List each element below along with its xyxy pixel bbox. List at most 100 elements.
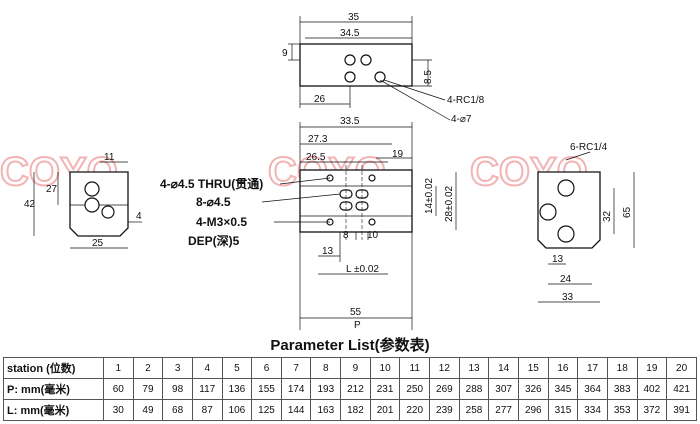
station-row-label: station (位数) — [3, 357, 104, 379]
table-cell: 117 — [191, 378, 223, 400]
dim-9: 9 — [282, 48, 288, 59]
table-cell: 307 — [488, 378, 519, 400]
table-cell: 250 — [399, 378, 431, 400]
dim-P: P — [354, 320, 361, 330]
parameter-list-title: Parameter List(参数表) — [270, 337, 430, 354]
table-cell: 18 — [606, 357, 638, 379]
port-hole — [557, 225, 575, 243]
note-rc18: 4-RC1/8 — [447, 95, 485, 106]
table-cell: 106 — [221, 399, 253, 421]
dim-27-3: 27.3 — [308, 134, 328, 145]
table-cell: 9 — [340, 357, 371, 379]
table-cell: 4 — [191, 357, 223, 379]
table-cell: 3 — [162, 357, 193, 379]
table-cell: 1 — [103, 357, 134, 379]
table-cell: 15 — [517, 357, 549, 379]
table-cell: 277 — [488, 399, 519, 421]
dim-10: 10 — [367, 230, 379, 241]
port-hole — [344, 71, 356, 83]
table-cell: 239 — [429, 399, 460, 421]
port-hole — [101, 205, 115, 219]
table-cell: 364 — [577, 378, 608, 400]
dim-33: 33 — [562, 292, 574, 303]
table-cell: 68 — [162, 399, 193, 421]
table-cell: 60 — [103, 378, 134, 400]
dim-42: 42 — [24, 199, 36, 210]
dim-28: 28±0.02 — [444, 185, 455, 222]
left-side-view: 11 27 42 4 25 — [24, 152, 142, 249]
table-cell: 288 — [458, 378, 490, 400]
table-cell: 144 — [280, 399, 312, 421]
table-cell: 19 — [636, 357, 668, 379]
table-cell: 383 — [606, 378, 638, 400]
table-cell: 155 — [251, 378, 282, 400]
table-cell: 10 — [369, 357, 401, 379]
dim-26: 26 — [314, 94, 326, 105]
table-cell: 20 — [666, 357, 697, 379]
note-8-holes: 8-⌀4.5 — [196, 195, 231, 209]
table-cell: 13 — [458, 357, 490, 379]
table-cell: 17 — [577, 357, 608, 379]
dim-65: 65 — [622, 206, 633, 218]
table-cell: 193 — [310, 378, 342, 400]
table-cell: 2 — [132, 357, 164, 379]
dim-32: 32 — [602, 210, 613, 222]
l-row-label: L: mm(毫米) — [3, 399, 104, 421]
note-phi7: 4-⌀7 — [451, 114, 472, 125]
dim-35: 35 — [348, 12, 360, 23]
table-cell: 11 — [399, 357, 431, 379]
table-cell: 269 — [429, 378, 460, 400]
table-cell: 220 — [399, 399, 431, 421]
dim-26-5: 26.5 — [306, 152, 326, 163]
technical-drawing: COYO COYO COYO 35 34.5 9 26 8.5 4-RC1/8 … — [0, 12, 635, 330]
table-cell: 14 — [488, 357, 519, 379]
dim-19: 19 — [392, 149, 404, 160]
table-cell: 30 — [103, 399, 134, 421]
table-cell: 212 — [340, 378, 371, 400]
dim-4: 4 — [136, 211, 142, 222]
right-side-view: 6-RC1/4 32 65 13 24 33 — [537, 142, 635, 303]
table-cell: 49 — [132, 399, 164, 421]
port-hole — [84, 181, 100, 197]
dim-8-5: 8.5 — [423, 70, 434, 84]
note-m3-thread: 4-M3×0.5 — [196, 215, 247, 229]
table-cell: 136 — [221, 378, 253, 400]
table-cell: 5 — [221, 357, 253, 379]
dim-13: 13 — [552, 254, 564, 265]
dim-L: L — [346, 264, 352, 275]
dim-27: 27 — [46, 184, 58, 195]
top-view: 35 34.5 9 26 8.5 4-RC1/8 4-⌀7 — [282, 12, 485, 125]
dim-33-5: 33.5 — [340, 116, 360, 127]
table-cell: 201 — [369, 399, 401, 421]
table-cell: 98 — [162, 378, 193, 400]
dim-25: 25 — [92, 238, 104, 249]
table-cell: 334 — [577, 399, 608, 421]
table-cell: 326 — [517, 378, 549, 400]
table-cell: 258 — [458, 399, 490, 421]
table-cell: 345 — [547, 378, 579, 400]
note-rc14: 6-RC1/4 — [570, 142, 608, 153]
table-cell: 296 — [517, 399, 549, 421]
port-hole — [374, 71, 386, 83]
front-view: 33.5 27.3 26.5 19 14±0.02 28±0.02 4-⌀4.5… — [160, 116, 457, 330]
port-hole — [360, 54, 372, 66]
port-hole — [84, 197, 100, 213]
dim-14: 14±0.02 — [424, 177, 435, 214]
table-cell: 353 — [606, 399, 638, 421]
dim-8: 8 — [343, 230, 349, 241]
table-cell: 421 — [666, 378, 697, 400]
port-hole — [344, 54, 356, 66]
table-cell: 7 — [280, 357, 312, 379]
port-hole — [539, 203, 557, 221]
table-cell: 174 — [280, 378, 312, 400]
table-cell: 12 — [429, 357, 460, 379]
dim-34-5: 34.5 — [340, 28, 360, 39]
table-cell: 87 — [191, 399, 223, 421]
table-cell: 315 — [547, 399, 579, 421]
table-cell: 231 — [369, 378, 401, 400]
table-cell: 79 — [132, 378, 164, 400]
